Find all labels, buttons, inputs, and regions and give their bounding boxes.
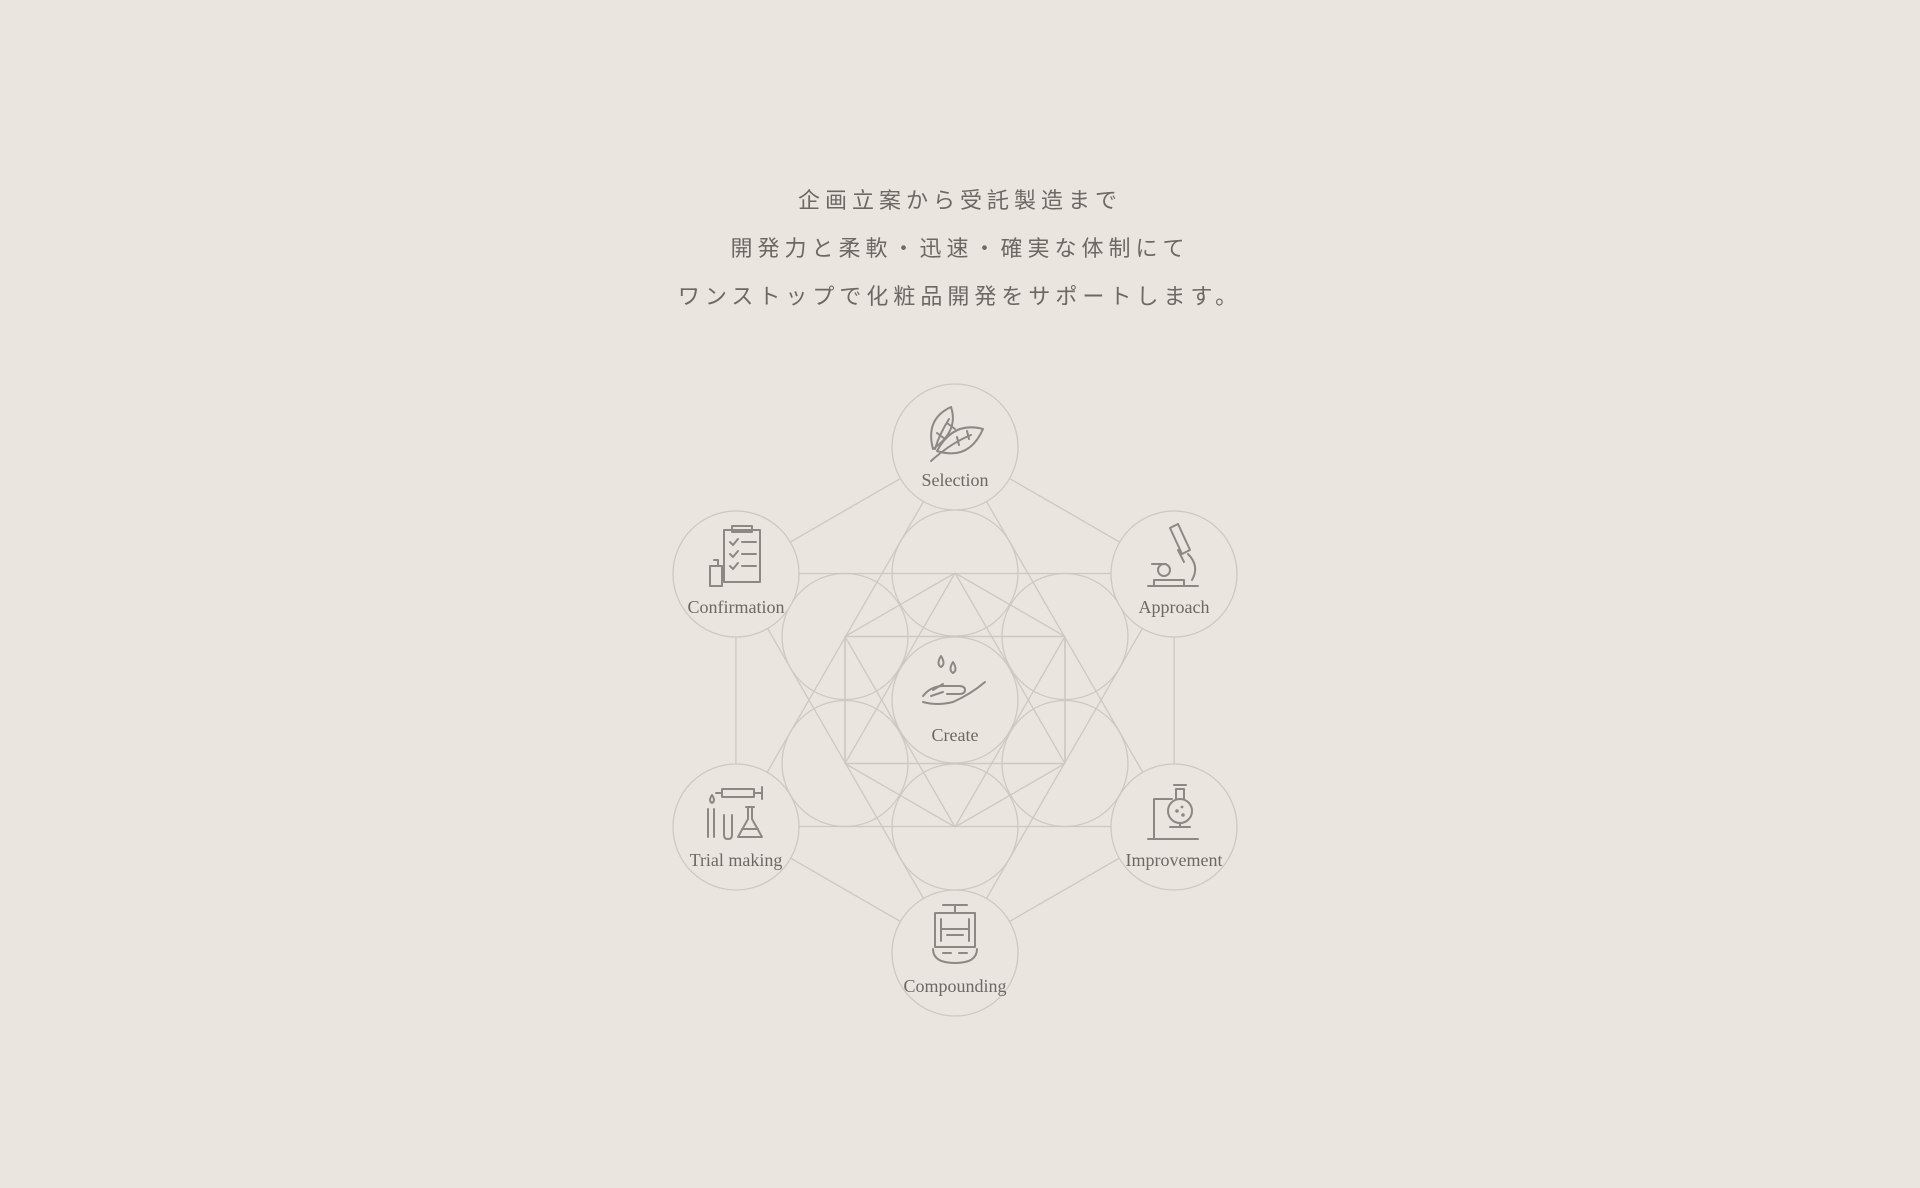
node-confirmation: Confirmation [672, 510, 800, 638]
node-circle [891, 889, 1019, 1017]
inner-circle [781, 572, 909, 701]
lab-tools-icon [707, 786, 763, 840]
node-compounding: Compounding [891, 889, 1019, 1017]
node-create: Create [891, 636, 1019, 764]
node-label: Trial making [690, 850, 783, 870]
intro-line-1: 企画立案から受託製造まで [797, 189, 1122, 214]
node-label: Confirmation [688, 597, 785, 617]
microscope-icon [1147, 523, 1199, 587]
inner-circles [781, 509, 1129, 891]
press-machine-icon [932, 904, 978, 964]
node-label: Selection [922, 470, 989, 490]
clipboard-checklist-icon [709, 525, 761, 587]
node-approach: Approach [1110, 510, 1238, 638]
node-circle [672, 763, 800, 891]
inner-circle [1001, 699, 1129, 828]
inner-circle [1001, 572, 1129, 701]
node-circle [672, 510, 800, 638]
leaves-icon [930, 406, 984, 462]
node-selection: Selection [891, 383, 1019, 511]
node-label: Approach [1139, 597, 1210, 617]
node-circle [1110, 510, 1238, 638]
hand-drops-icon [922, 655, 986, 705]
node-circle [891, 383, 1019, 511]
node-label: Compounding [903, 976, 1006, 996]
node-trial-making: Trial making [672, 763, 800, 891]
node-improvement: Improvement [1110, 763, 1238, 891]
node-label: Create [932, 725, 979, 745]
intro-text: 企画立案から受託製造まで 開発力と柔軟・迅速・確実な体制にて ワンストップで化粧… [0, 178, 1920, 322]
intro-line-2: 開発力と柔軟・迅速・確実な体制にて [730, 237, 1190, 262]
intro-line-3: ワンストップで化粧品開発をサポートします。 [677, 285, 1243, 310]
node-label: Improvement [1126, 850, 1223, 870]
flask-stand-icon [1147, 784, 1199, 840]
inner-circle [781, 699, 909, 828]
